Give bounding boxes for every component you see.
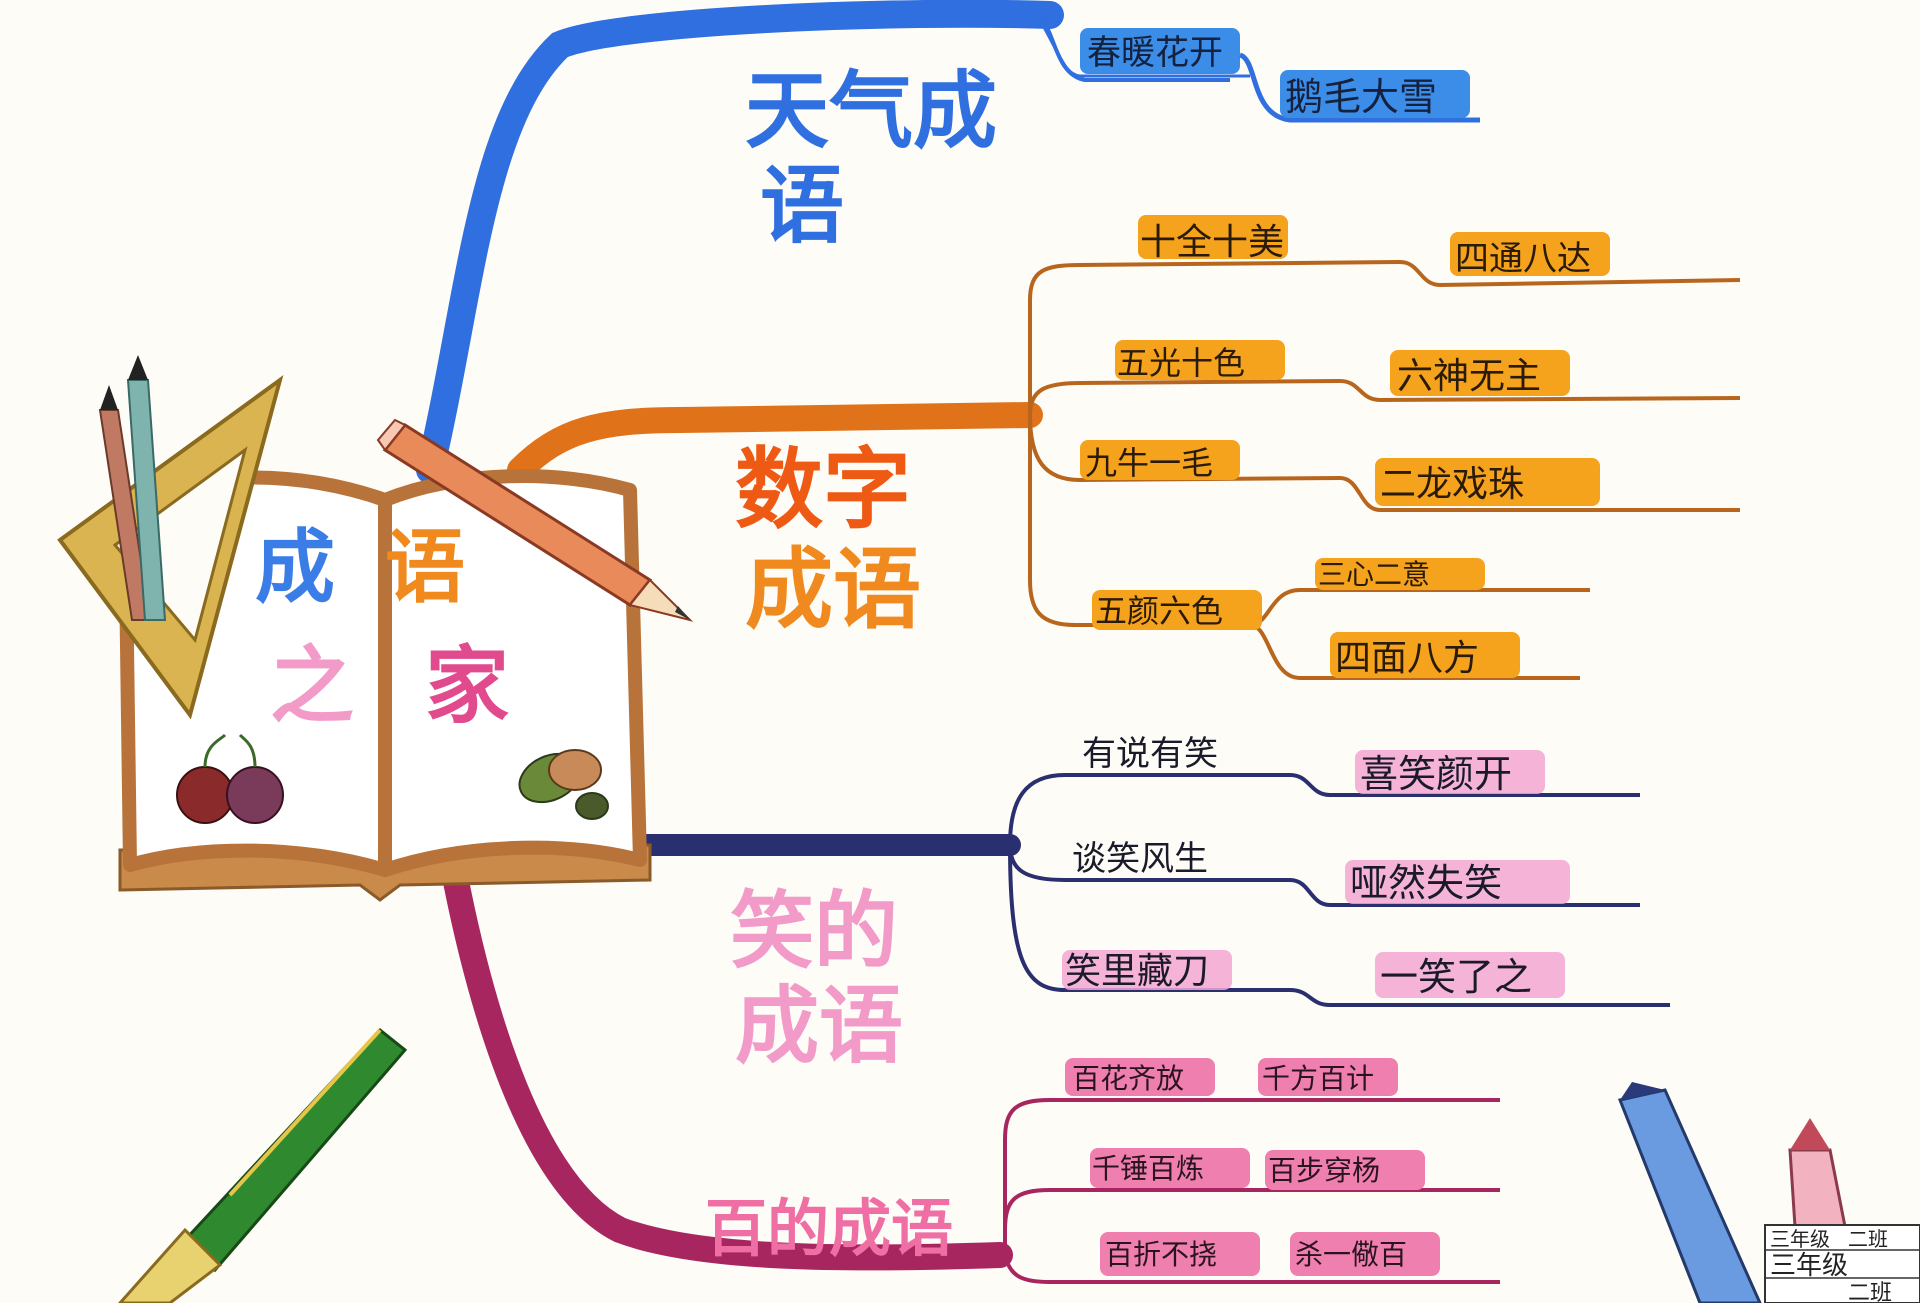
sticker-text-4: 二班 (1848, 1281, 1892, 1303)
smile-label-line1: 笑的 (730, 882, 898, 980)
highlight-xixiaoyankai (1355, 750, 1545, 794)
branch-hundred-connector (437, 837, 1013, 1271)
number-subbranches (1028, 259, 1741, 680)
leaf-baihuaqifang[interactable]: 百花齐放 (1072, 1062, 1184, 1095)
number-label-line1: 数字 (735, 438, 911, 541)
leaf-shayijingbai[interactable]: 杀一儆百 (1295, 1238, 1407, 1271)
leaf-qianchuibailian[interactable]: 千锤百炼 (1092, 1152, 1204, 1185)
leaf-liushenwuzhu[interactable]: 六神无主 (1397, 356, 1541, 397)
smile-label-line2: 成语 (735, 977, 903, 1075)
number-row3 (1028, 414, 1740, 512)
leaf-xixiaoyankai[interactable]: 喜笑颜开 (1360, 752, 1512, 796)
highlight-shiquanshimei (1138, 215, 1288, 259)
weather-label: 天气成 语 (745, 62, 997, 255)
leaf-jiuniuyimao[interactable]: 九牛一毛 (1085, 444, 1213, 482)
underline-chunnuanhuakai (1038, 19, 1250, 78)
leaf-xiaolicangdao[interactable]: 笑里藏刀 (1065, 951, 1209, 992)
fountain-pen-icon (117, 1027, 408, 1303)
number-leaves: 十全十美 四通八达 五光十色 六神无主 九牛一毛 二龙戏珠 五颜六色 三心二意 … (1080, 215, 1610, 679)
highlight-sitongbada (1450, 232, 1610, 276)
center-title-char-3: 之 (270, 637, 354, 735)
hundred-subbranches (1003, 1098, 1500, 1284)
sticker-text-3: 三年级 (1770, 1251, 1848, 1281)
center-title-char-1: 成 (255, 521, 335, 614)
highlight-yixiaolezhi (1375, 952, 1565, 998)
number-row4 (1249, 588, 1590, 627)
weather-label-line1: 天气成 (745, 62, 997, 160)
highlight-baibuchuanyang (1265, 1150, 1425, 1190)
leaf-erlongxizhu[interactable]: 二龙戏珠 (1380, 464, 1524, 505)
smile-row3 (1008, 844, 1670, 1007)
leaf-simianbafang[interactable]: 四面八方 (1335, 638, 1479, 679)
weather-sub-connector (1238, 52, 1480, 123)
leaf-sanxinleryi[interactable]: 三心二意 (1318, 558, 1430, 591)
center-title: 成 语 之 家 (255, 521, 509, 735)
weather-leaves: 春暖花开 鹅毛大雪 (1038, 19, 1480, 123)
leaf-sitongbada[interactable]: 四通八达 (1455, 239, 1591, 279)
leaf-qianfangbaiji[interactable]: 千方百计 (1262, 1062, 1374, 1095)
branch-weather-connector (416, 0, 1064, 484)
leaf-chunnuanhuakai[interactable]: 春暖花开 (1087, 33, 1223, 73)
sticker-text-2: 二班 (1848, 1227, 1888, 1251)
highlight-erlongxizhu (1375, 458, 1600, 506)
leaf-tanxiaofengsheng[interactable]: 谈笑风生 (1072, 839, 1208, 879)
leaf-baibuchuanyang[interactable]: 百步穿杨 (1268, 1154, 1380, 1187)
big-pencil-icon (376, 418, 694, 622)
smile-leaves: 有说有笑 喜笑颜开 谈笑风生 哑然失笑 笑里藏刀 一笑了之 (1062, 734, 1570, 999)
hundred-leaves: 百花齐放 千方百计 千锤百炼 百步穿杨 百折不挠 杀一儆百 (1065, 1058, 1440, 1276)
hundred-row1 (1003, 1098, 1500, 1255)
highlight-xiaolicangdao (1062, 950, 1232, 990)
smile-row2 (1008, 844, 1640, 907)
number-row1 (1028, 259, 1741, 415)
cherries-icon (176, 733, 284, 824)
center-title-char-2: 语 (385, 521, 465, 614)
leaf-shiquanshimei[interactable]: 十全十美 (1140, 222, 1284, 263)
highlight-qianchuibailian (1090, 1148, 1250, 1188)
class-sticker: 三年级 二班 三年级 二班 (1764, 1224, 1920, 1303)
number-label-line2: 成语 (745, 538, 921, 641)
highlight-sanxinleryi (1315, 558, 1485, 590)
weather-label-line2: 语 (760, 157, 844, 255)
hundred-label: 百的成语 (705, 1192, 953, 1265)
leaf-yixiaolezhi[interactable]: 一笑了之 (1380, 955, 1532, 999)
highlight-baizhebunao (1100, 1232, 1260, 1276)
number-label: 数字 成语 (735, 438, 921, 641)
highlight-emaodaxue (1280, 70, 1470, 118)
highlight-wuyanliuse (1092, 590, 1262, 630)
center-title-char-4: 家 (425, 637, 509, 735)
leaf-baizhebunao[interactable]: 百折不挠 (1105, 1238, 1217, 1271)
highlight-wuguangshise (1115, 340, 1285, 380)
smile-row1 (1008, 773, 1640, 846)
number-trunk (1028, 415, 1095, 627)
hundred-row3 (1003, 1254, 1500, 1284)
highlight-qianfangbaiji (1258, 1058, 1398, 1096)
highlight-chunnuanhuakai (1080, 28, 1240, 74)
smile-label: 笑的 成语 (730, 882, 903, 1075)
highlight-simianbafang (1330, 632, 1520, 678)
nuts-icon (518, 749, 609, 820)
hundred-row2 (1003, 1188, 1500, 1255)
highlight-jiuniuyimao (1080, 440, 1240, 480)
leaf-yaranshixiao[interactable]: 哑然失笑 (1350, 861, 1502, 905)
pencils-icon (98, 355, 167, 621)
highlight-liushenwuzhu (1390, 350, 1570, 396)
leaf-wuyanliuse[interactable]: 五颜六色 (1095, 592, 1223, 630)
highlight-baihuaqifang (1065, 1058, 1215, 1096)
leaf-emaodaxue[interactable]: 鹅毛大雪 (1285, 75, 1437, 119)
smile-subbranches (1008, 773, 1670, 1007)
branch-number-connector (507, 402, 1043, 483)
leaf-wuguangshise[interactable]: 五光十色 (1117, 344, 1245, 382)
hundred-label-text: 百的成语 (705, 1192, 953, 1265)
highlight-shayijingbai (1290, 1232, 1440, 1276)
number-row2 (1028, 378, 1741, 416)
highlight-yaranshixiao (1345, 860, 1570, 904)
sticker-text-1: 三年级 (1770, 1227, 1830, 1251)
leaf-youshuoyouxiao[interactable]: 有说有笑 (1082, 734, 1218, 774)
main-branches (416, 0, 1230, 1271)
